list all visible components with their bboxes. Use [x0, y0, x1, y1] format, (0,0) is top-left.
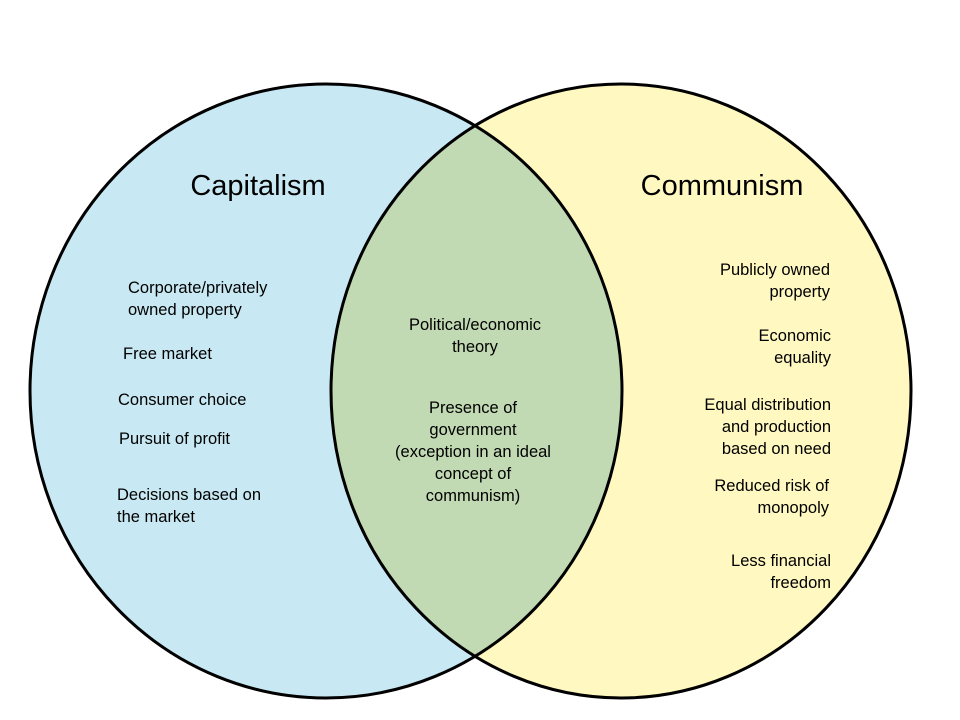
shared-item: Presence of government (exception in an …: [395, 399, 551, 505]
capitalism-item: Decisions based on the market: [117, 486, 262, 526]
capitalism-title: Capitalism: [190, 170, 326, 202]
communism-item: Equal distribution and production based …: [704, 396, 831, 458]
communism-item: Economic equality: [758, 327, 831, 367]
communism-title: Communism: [640, 170, 804, 202]
communism-outline: [329, 82, 913, 700]
capitalism-item: Pursuit of profit: [119, 430, 230, 448]
capitalism-item: Corporate/privately owned property: [128, 279, 268, 319]
capitalism-item: Free market: [123, 345, 212, 363]
communism-item: Publicly owned property: [719, 261, 830, 301]
shared-item: Political/economic theory: [408, 316, 542, 356]
capitalism-outline: [28, 82, 624, 700]
communism-item: Less financial freedom: [731, 552, 831, 592]
capitalism-item: Consumer choice: [118, 391, 247, 409]
communism-item: Reduced risk of monopoly: [714, 477, 829, 517]
